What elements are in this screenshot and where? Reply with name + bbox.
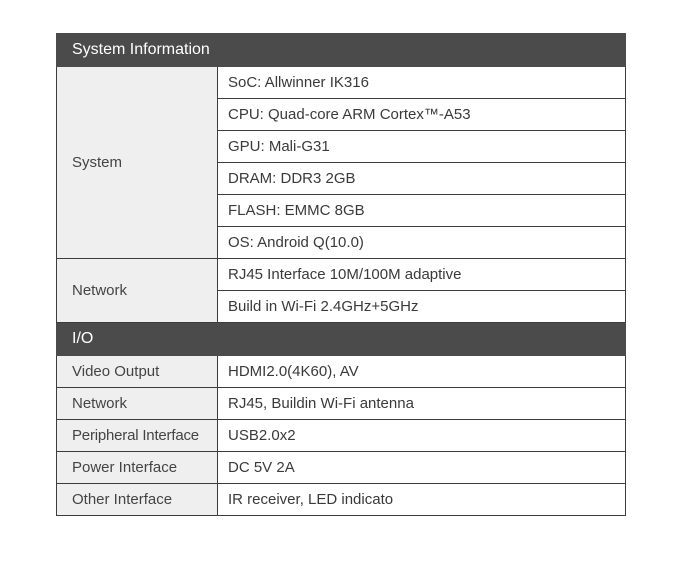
- system-dram-value: DRAM: DDR3 2GB: [216, 162, 627, 195]
- io-label: Other Interface: [56, 483, 218, 516]
- io-label: Power Interface: [56, 451, 218, 484]
- io-value: RJ45, Buildin Wi-Fi antenna: [216, 387, 627, 420]
- system-soc-value: SoC: Allwinner IK316: [216, 66, 627, 99]
- io-value: DC 5V 2A: [216, 451, 627, 484]
- table-row: FLASH: EMMC 8GB: [57, 194, 627, 227]
- table-row: Peripheral Interface USB2.0x2: [56, 419, 627, 452]
- io-label: Network: [56, 387, 218, 420]
- spec-table: System Information System SoC: Allwinner…: [55, 33, 627, 516]
- table-row: Network RJ45, Buildin Wi-Fi antenna: [56, 387, 627, 420]
- io-value: IR receiver, LED indicato: [216, 483, 627, 516]
- io-value: USB2.0x2: [216, 419, 627, 452]
- network-rj45-value: RJ45 Interface 10M/100M adaptive: [216, 258, 627, 291]
- io-header-row: I/O: [55, 322, 627, 356]
- system-label: System: [56, 66, 218, 259]
- network-label: Network: [56, 258, 218, 323]
- system-cpu-value: CPU: Quad-core ARM Cortex™-A53: [216, 98, 627, 131]
- system-information-header-row: System Information: [55, 33, 627, 67]
- io-title: I/O: [55, 322, 627, 356]
- table-row: Video Output HDMI2.0(4K60), AV: [56, 355, 627, 388]
- table-row: Network RJ45 Interface 10M/100M adaptive: [56, 258, 627, 323]
- io-label: Video Output: [56, 355, 218, 388]
- network-wifi-value: Build in Wi-Fi 2.4GHz+5GHz: [216, 290, 627, 323]
- system-information-title: System Information: [55, 33, 627, 67]
- system-flash-value: FLASH: EMMC 8GB: [216, 194, 627, 227]
- io-value: HDMI2.0(4K60), AV: [216, 355, 627, 388]
- table-row: CPU: Quad-core ARM Cortex™-A53: [57, 98, 627, 131]
- spec-sheet: System Information System SoC: Allwinner…: [55, 33, 627, 516]
- table-row: Power Interface DC 5V 2A: [56, 451, 627, 484]
- system-gpu-value: GPU: Mali-G31: [216, 130, 627, 163]
- table-row: System SoC: Allwinner IK316: [56, 66, 627, 259]
- table-row: Build in Wi-Fi 2.4GHz+5GHz: [57, 290, 627, 323]
- system-os-value: OS: Android Q(10.0): [216, 226, 627, 259]
- table-row: OS: Android Q(10.0): [57, 226, 627, 259]
- table-row: Other Interface IR receiver, LED indicat…: [56, 483, 627, 516]
- io-label: Peripheral Interface: [56, 419, 218, 452]
